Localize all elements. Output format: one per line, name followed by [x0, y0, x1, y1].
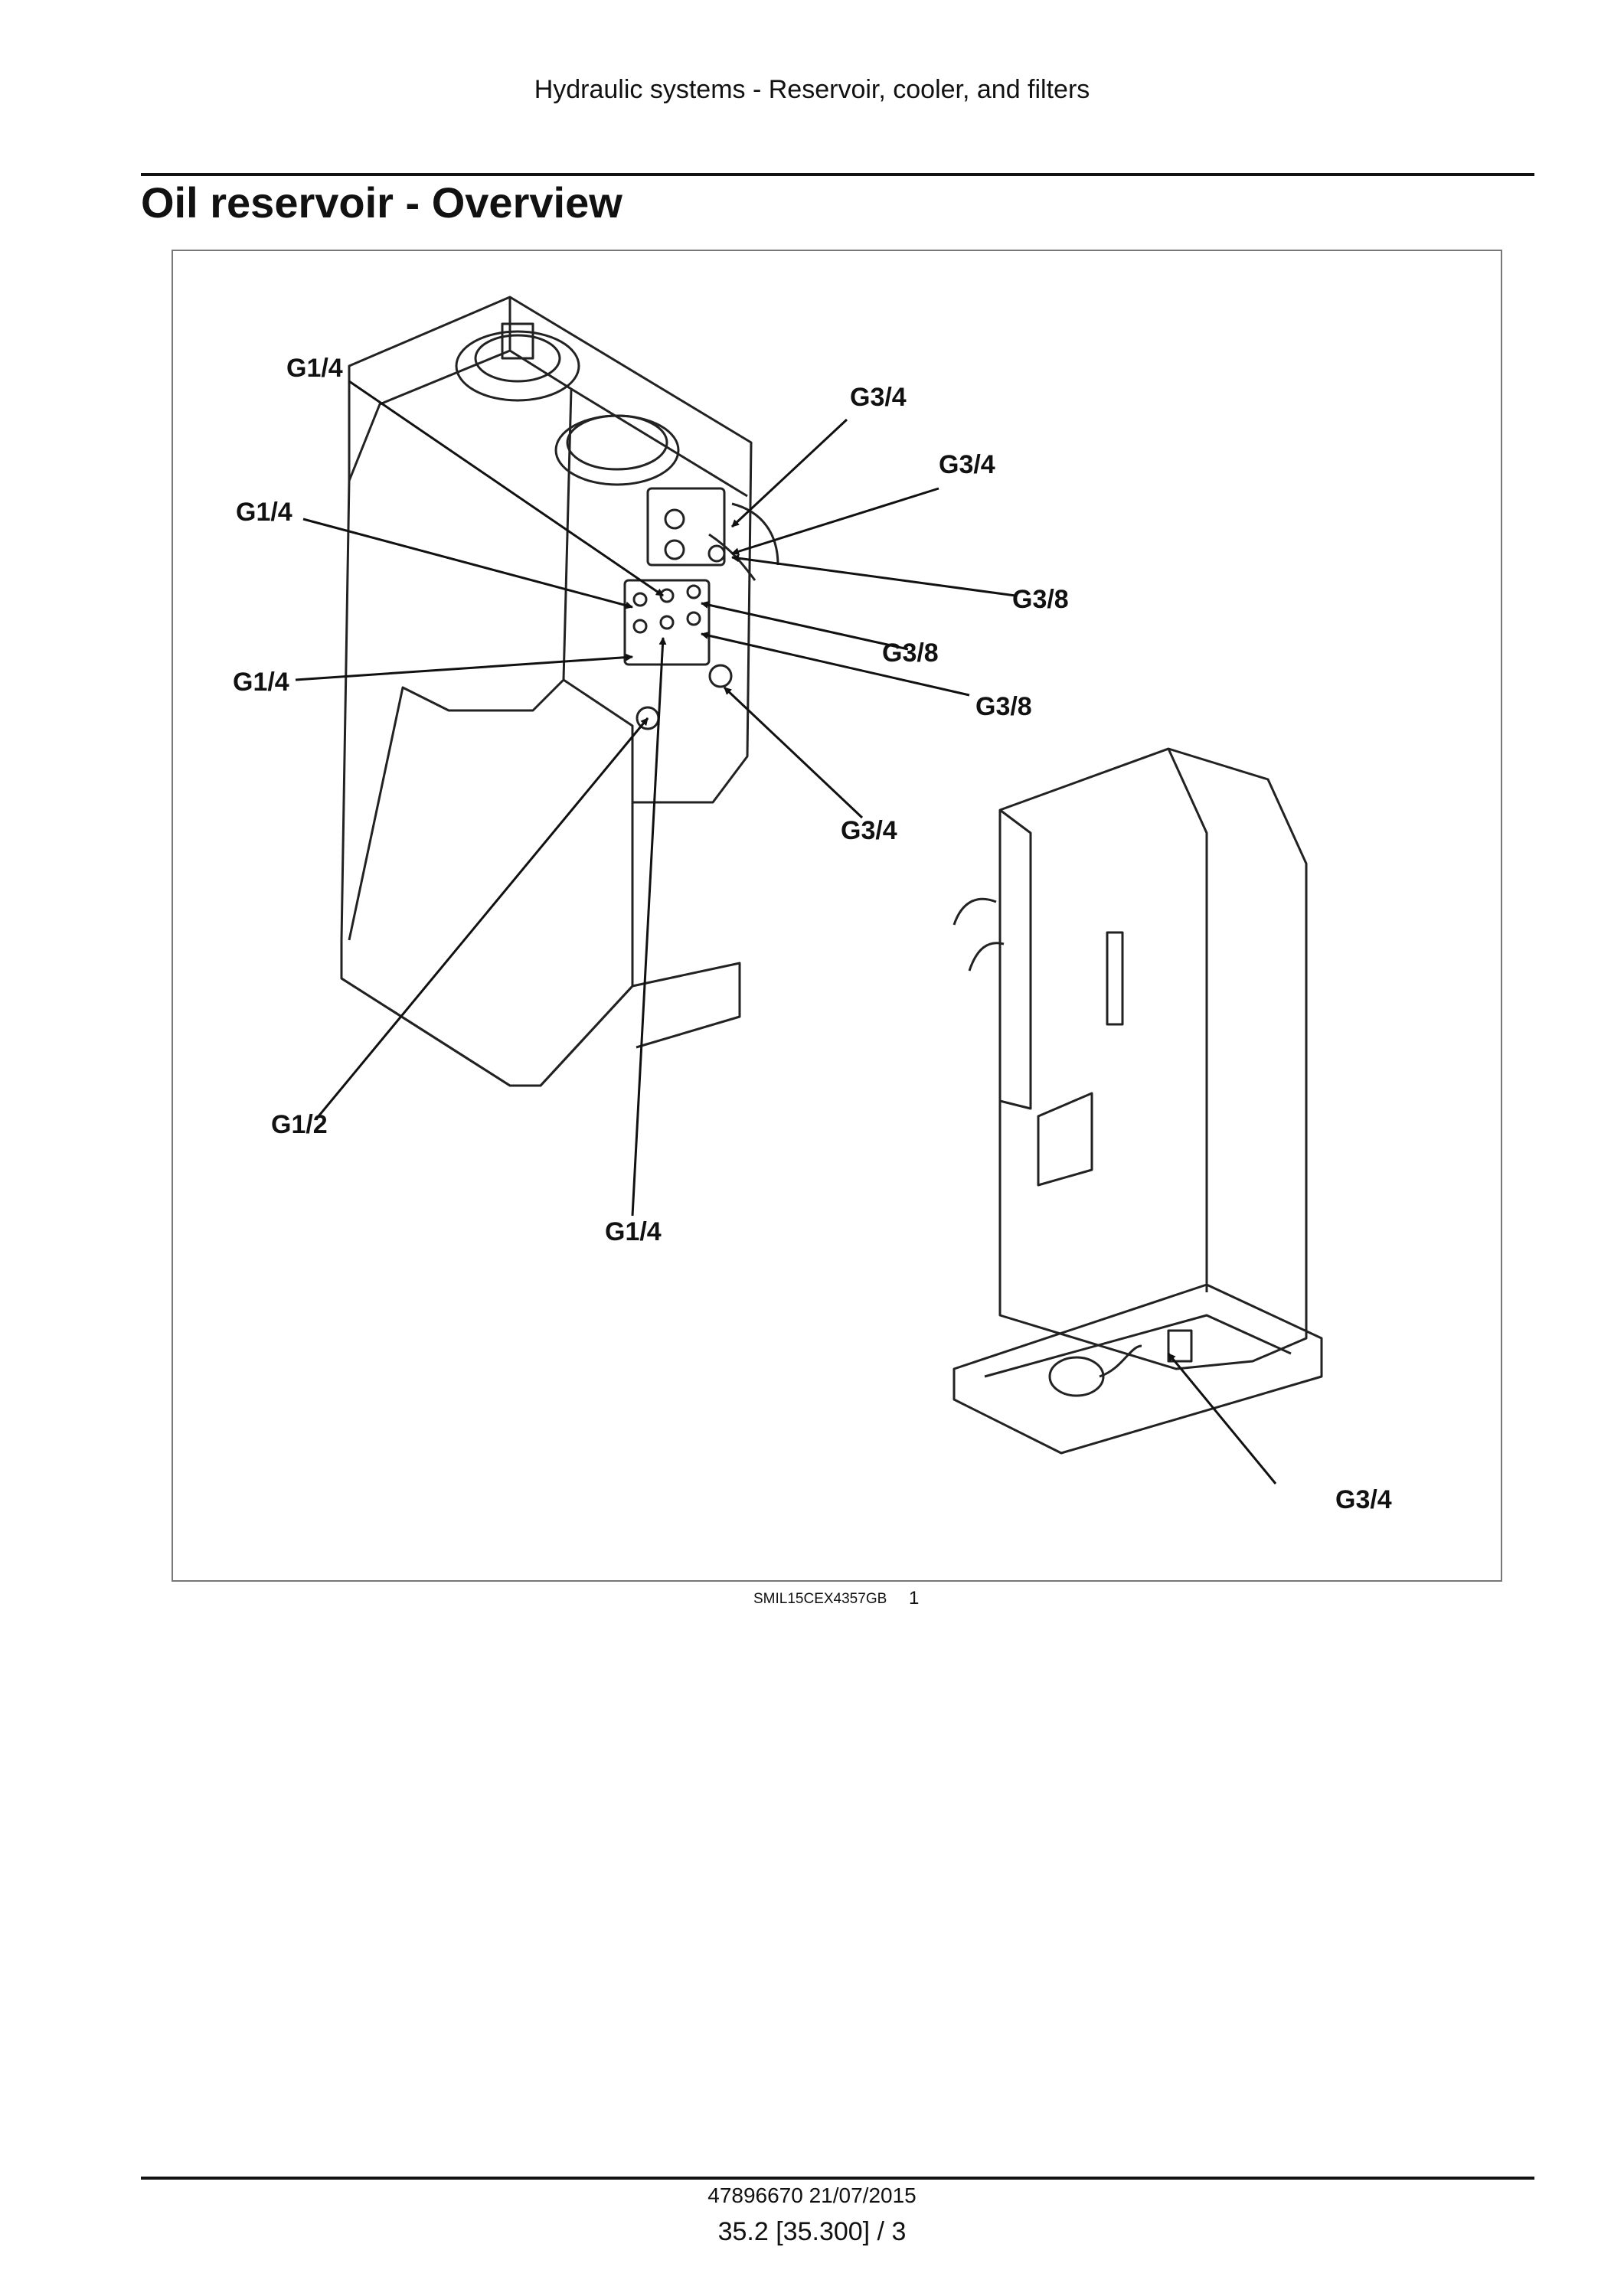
footer-rule: [141, 2177, 1534, 2180]
callout-label: G3/4: [939, 450, 995, 479]
callout-label: G1/4: [233, 668, 289, 697]
document-reference: 47896670 21/07/2015: [707, 2183, 917, 2207]
reservoir-rear-view: [953, 747, 1323, 1455]
callout-label: G1/2: [271, 1110, 328, 1139]
callout-label: G3/4: [841, 816, 897, 845]
callout-leaders: [295, 380, 1277, 1484]
figure-code: SMIL15CEX4357GB: [753, 1591, 887, 1607]
callout-label: G1/4: [605, 1217, 662, 1246]
callout-label: G3/4: [850, 383, 907, 412]
oil-reservoir-illustration: G1/4 G3/4 G3/4 G1/4 G3/8 G3/8 G1/4 G3/8 …: [233, 296, 1392, 1514]
figure-number: 1: [909, 1588, 920, 1609]
callout-label: G3/8: [882, 639, 939, 668]
callout-label: G1/4: [236, 498, 292, 527]
header-rule: [141, 173, 1534, 176]
callout-label: G3/8: [1012, 585, 1069, 614]
running-header: Hydraulic systems - Reservoir, cooler, a…: [534, 75, 1090, 104]
page-title: Oil reservoir - Overview: [141, 178, 622, 227]
callout-label: G3/8: [975, 692, 1032, 721]
reservoir-front-view: [340, 296, 779, 1087]
callout-label: G1/4: [286, 354, 343, 383]
page-reference: 35.2 [35.300] / 3: [717, 2217, 907, 2246]
callout-label: G3/4: [1335, 1485, 1392, 1514]
figure-frame: G1/4 G3/4 G3/4 G1/4 G3/8 G3/8 G1/4 G3/8 …: [172, 250, 1502, 1582]
